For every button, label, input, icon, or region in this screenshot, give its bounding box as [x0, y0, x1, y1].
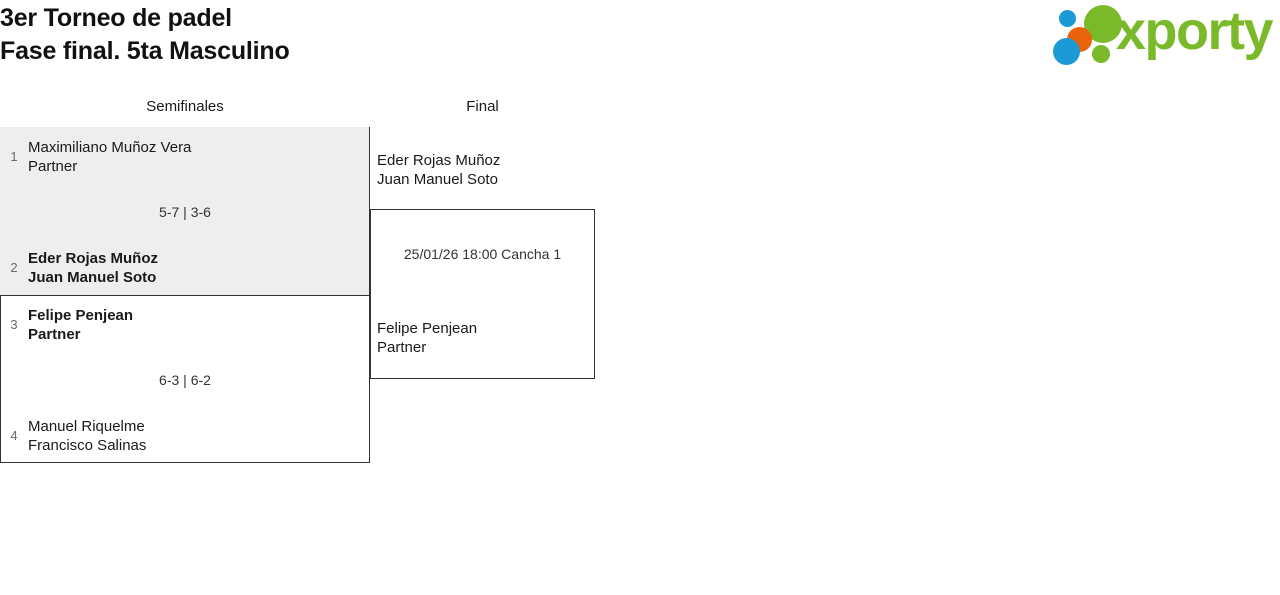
logo-dot-blue-small-icon: [1059, 10, 1076, 27]
logo-wordmark: xporty: [1116, 1, 1274, 61]
player-name-1: Eder Rojas Muñoz: [377, 152, 501, 169]
player-name-2: Juan Manuel Soto: [377, 171, 498, 188]
seed-number: 3: [10, 317, 18, 332]
page-title-line2: Fase final. 5ta Masculino: [0, 37, 290, 65]
round-heading-semifinales: Semifinales: [146, 98, 224, 115]
final-match-box: [370, 209, 595, 379]
logo-dots-icon: [1052, 2, 1122, 65]
semifinal-2-score: 6-3 | 6-2: [159, 372, 211, 388]
logo-dot-green-small-icon: [1092, 45, 1110, 63]
player-name-2: Partner: [28, 158, 78, 175]
semifinal-match-1-highlight: [0, 127, 370, 296]
player-name-1: Eder Rojas Muñoz: [28, 250, 159, 267]
final-match-schedule: 25/01/26 18:00 Cancha 1: [403, 246, 562, 262]
player-name-1: Manuel Riquelme: [28, 418, 145, 435]
seed-number: 4: [10, 428, 18, 443]
page-title-line1: 3er Torneo de padel: [0, 4, 232, 32]
semifinal-1-score: 5-7 | 3-6: [159, 204, 211, 220]
seed-number: 1: [10, 149, 18, 164]
seed-number: 2: [10, 260, 18, 275]
bracket-connector-line: [369, 127, 370, 463]
player-name-2: Partner: [377, 339, 427, 356]
player-name-2: Partner: [28, 326, 81, 343]
player-name-2: Juan Manuel Soto: [28, 269, 157, 286]
player-name-2: Francisco Salinas: [28, 437, 147, 454]
player-name-1: Felipe Penjean: [28, 307, 134, 324]
player-name-1: Maximiliano Muñoz Vera: [28, 139, 192, 156]
round-heading-final: Final: [466, 98, 499, 115]
xporty-logo: xporty: [1052, 1, 1274, 65]
logo-dot-blue-large-icon: [1053, 38, 1080, 65]
player-name-1: Felipe Penjean: [377, 320, 478, 337]
